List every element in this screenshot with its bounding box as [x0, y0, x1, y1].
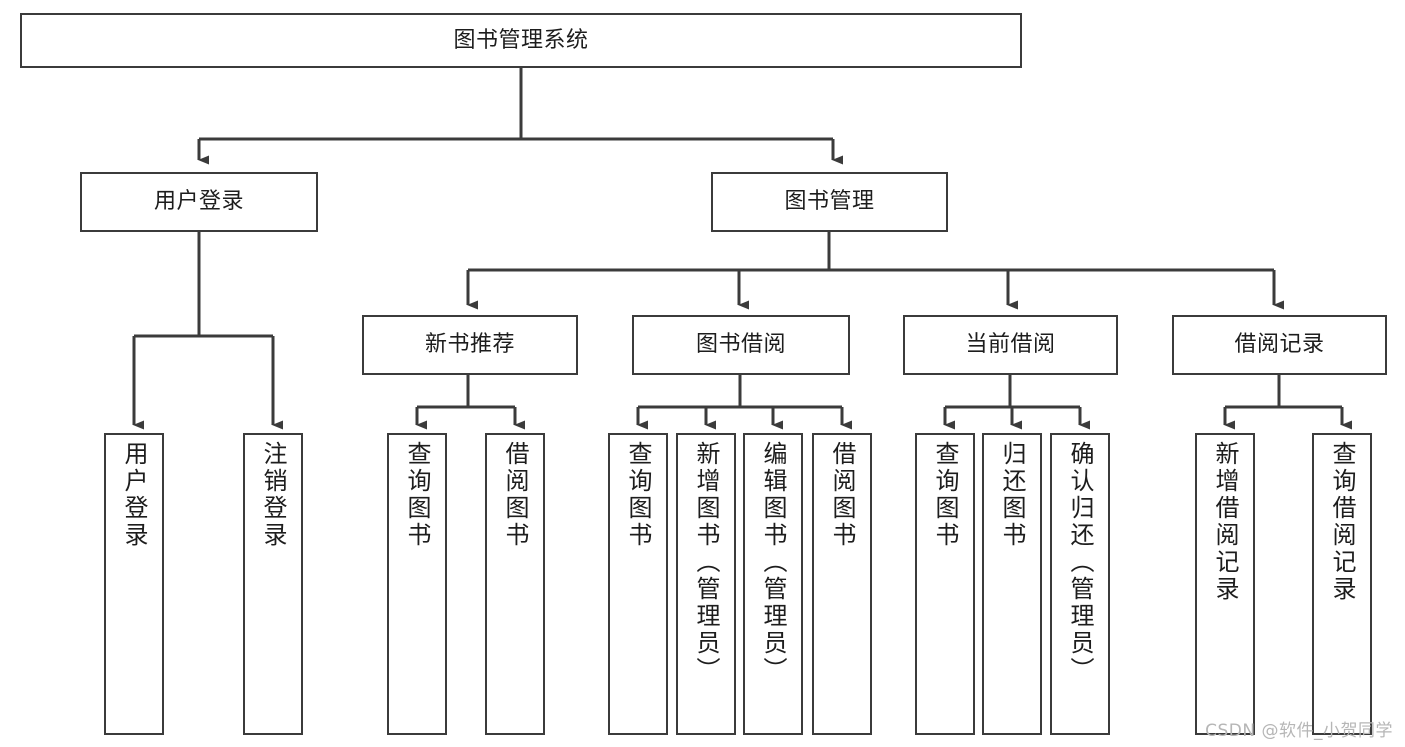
node-label: 用户登录	[120, 441, 148, 549]
leaf-book-borrow-add[interactable]: 新增图书（管理员）	[676, 433, 736, 735]
node-borrow-record[interactable]: 借阅记录	[1172, 315, 1387, 375]
node-label: 查询图书	[403, 441, 431, 549]
node-current-borrow[interactable]: 当前借阅	[903, 315, 1118, 375]
leaf-book-borrow-lend[interactable]: 借阅图书	[812, 433, 872, 735]
leaf-user-login-signout[interactable]: 注销登录	[243, 433, 303, 735]
node-label: 归还图书	[998, 441, 1026, 549]
leaf-new-book-query[interactable]: 查询图书	[387, 433, 447, 735]
node-book-management[interactable]: 图书管理	[711, 172, 948, 232]
node-label: 图书管理	[784, 189, 875, 215]
node-label: 确认归还（管理员）	[1066, 441, 1094, 684]
leaf-current-borrow-query[interactable]: 查询图书	[915, 433, 975, 735]
node-label: 新书推荐	[424, 332, 515, 358]
leaf-current-borrow-return[interactable]: 归还图书	[982, 433, 1042, 735]
node-user-login[interactable]: 用户登录	[80, 172, 318, 232]
leaf-user-login-signin[interactable]: 用户登录	[104, 433, 164, 735]
node-label: 编辑图书（管理员）	[759, 441, 787, 684]
node-label: 借阅记录	[1234, 332, 1325, 358]
node-new-book-recommend[interactable]: 新书推荐	[362, 315, 578, 375]
csdn-watermark: CSDN @软件_小贺同学	[1205, 721, 1393, 741]
node-label: 用户登录	[153, 189, 244, 215]
node-label: 借阅图书	[501, 441, 529, 549]
node-label: 借阅图书	[828, 441, 856, 549]
node-label: 当前借阅	[965, 332, 1056, 358]
node-root[interactable]: 图书管理系统	[20, 13, 1022, 68]
leaf-new-book-borrow[interactable]: 借阅图书	[485, 433, 545, 735]
node-label: 图书借阅	[695, 332, 786, 358]
node-label: 注销登录	[259, 441, 287, 549]
node-label: 新增借阅记录	[1211, 441, 1239, 603]
node-label: 查询图书	[931, 441, 959, 549]
node-label: 查询图书	[624, 441, 652, 549]
node-label: 新增图书（管理员）	[692, 441, 720, 684]
leaf-borrow-record-query[interactable]: 查询借阅记录	[1312, 433, 1372, 735]
leaf-current-borrow-confirm[interactable]: 确认归还（管理员）	[1050, 433, 1110, 735]
node-book-borrow[interactable]: 图书借阅	[632, 315, 850, 375]
node-label: 查询借阅记录	[1328, 441, 1356, 603]
leaf-book-borrow-query[interactable]: 查询图书	[608, 433, 668, 735]
leaf-book-borrow-edit[interactable]: 编辑图书（管理员）	[743, 433, 803, 735]
node-label: 图书管理系统	[453, 27, 589, 53]
leaf-borrow-record-add[interactable]: 新增借阅记录	[1195, 433, 1255, 735]
